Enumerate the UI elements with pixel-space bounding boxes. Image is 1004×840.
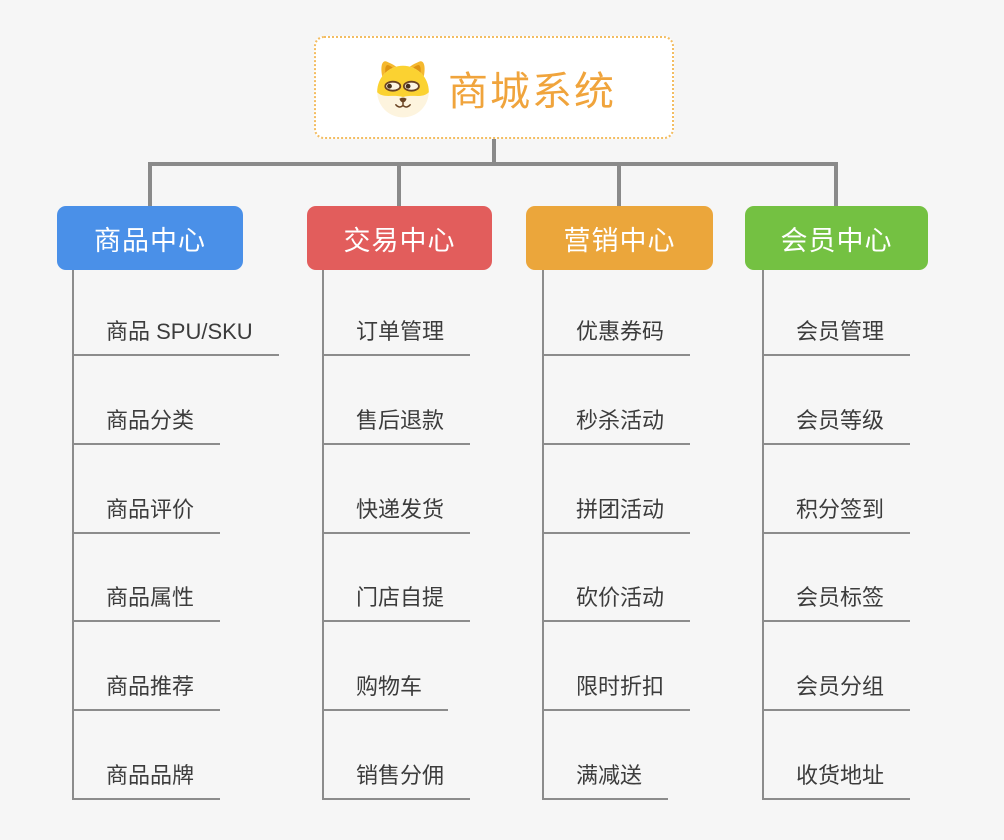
- leaf-node[interactable]: 砍价活动: [542, 583, 691, 622]
- root-node[interactable]: 商城系统: [314, 36, 674, 139]
- leaf-node[interactable]: 收货地址: [762, 761, 911, 800]
- leaf-node[interactable]: 快递发货: [322, 495, 471, 534]
- leaf-node[interactable]: 积分签到: [762, 495, 911, 534]
- leaf-node[interactable]: 购物车: [322, 672, 449, 711]
- leaf-node[interactable]: 优惠券码: [542, 317, 691, 356]
- leaf-node[interactable]: 订单管理: [322, 317, 471, 356]
- connector-drop-member-center: [834, 162, 838, 207]
- leaf-node[interactable]: 拼团活动: [542, 495, 691, 534]
- leaf-node[interactable]: 商品品牌: [72, 761, 221, 800]
- leaf-node[interactable]: 限时折扣: [542, 672, 691, 711]
- leaf-node[interactable]: 会员标签: [762, 583, 911, 622]
- trunk-member-center: [762, 270, 764, 800]
- leaf-node[interactable]: 满减送: [542, 761, 669, 800]
- leaf-node[interactable]: 商品 SPU/SKU: [72, 317, 279, 356]
- root-title: 商城系统: [448, 69, 616, 114]
- leaf-node[interactable]: 商品推荐: [72, 672, 221, 711]
- connector-root-stub: [492, 139, 496, 165]
- trunk-marketing-center: [542, 270, 544, 800]
- leaf-node[interactable]: 商品属性: [72, 583, 221, 622]
- branch-node-trade-center[interactable]: 交易中心: [307, 206, 492, 270]
- leaf-node[interactable]: 商品分类: [72, 406, 221, 445]
- trunk-product-center: [72, 270, 74, 800]
- connector-drop-product-center: [148, 162, 152, 207]
- branch-node-marketing-center[interactable]: 营销中心: [526, 206, 713, 270]
- connector-drop-marketing-center: [617, 162, 621, 207]
- leaf-node[interactable]: 会员等级: [762, 406, 911, 445]
- leaf-node[interactable]: 会员管理: [762, 317, 911, 356]
- connector-bus: [148, 162, 838, 166]
- leaf-node[interactable]: 会员分组: [762, 672, 911, 711]
- leaf-node[interactable]: 秒杀活动: [542, 406, 691, 445]
- connector-drop-trade-center: [397, 162, 401, 207]
- leaf-node[interactable]: 商品评价: [72, 495, 221, 534]
- leaf-node[interactable]: 售后退款: [322, 406, 471, 445]
- leaf-node[interactable]: 门店自提: [322, 583, 471, 622]
- leaf-node[interactable]: 销售分佣: [322, 761, 471, 800]
- branch-node-member-center[interactable]: 会员中心: [745, 206, 928, 270]
- branch-node-product-center[interactable]: 商品中心: [57, 206, 243, 270]
- dog-face-icon: [372, 58, 434, 118]
- trunk-trade-center: [322, 270, 324, 800]
